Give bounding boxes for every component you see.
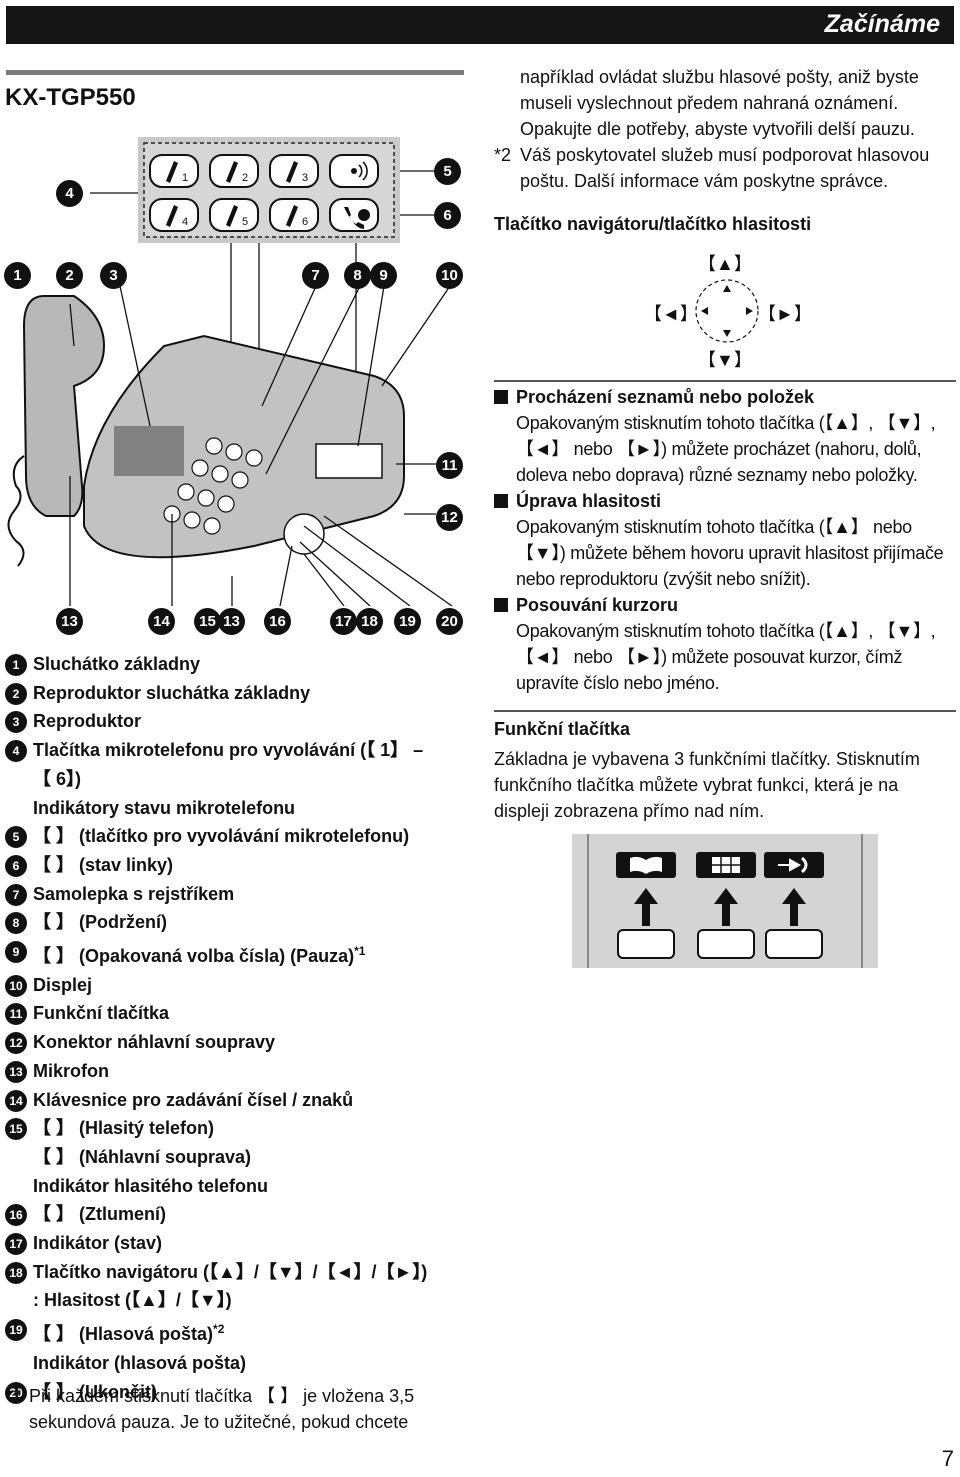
bullet-square-icon — [494, 390, 508, 404]
line-status-icon — [344, 207, 370, 229]
display — [315, 443, 383, 479]
call-log-icon — [764, 852, 824, 878]
navigator-heading: Tlačítko navigátoru/tlačítko hlasitosti — [494, 214, 812, 234]
footnote-2: *2 Váš poskytovatel služeb musí podporov… — [494, 145, 930, 191]
callout-1: 1 — [4, 262, 31, 289]
function-keys-heading: Funkční tlačítka — [494, 719, 631, 739]
navigator-circle-icon — [695, 279, 759, 343]
section-title: Začínáme — [824, 10, 940, 38]
continuation-text: například ovládat službu hlasové pošty, … — [520, 67, 919, 139]
legend-item-20: 20【 】 (Ukončit) — [5, 1378, 467, 1407]
up-arrow-icon — [634, 888, 806, 926]
callout-7: 7 — [302, 262, 329, 289]
callout-8: 8 — [344, 262, 371, 289]
bullet-square-icon — [494, 494, 508, 508]
phonebook-icon — [616, 852, 676, 878]
callout-19: 19 — [394, 608, 421, 635]
function-keys-svg — [587, 834, 863, 968]
bullet-square-icon — [494, 598, 508, 612]
callout-6: 6 — [434, 202, 461, 229]
handset — [22, 295, 106, 517]
legend-item-16: 16【 】 (Ztlumení) — [5, 1200, 467, 1229]
svg-text:4: 4 — [182, 216, 188, 228]
callout-5: 5 — [434, 158, 461, 185]
callout-2: 2 — [56, 262, 83, 289]
model-title: KX-TGP550 — [5, 84, 136, 111]
phone-base-illustration — [7, 286, 453, 606]
callout-14: 14 — [148, 608, 175, 635]
menu-icon — [696, 852, 756, 878]
legend-item-6: 6【 】 (stav linky) — [5, 851, 467, 880]
callout-13b: 13 — [218, 608, 245, 635]
intercom-icon — [351, 161, 368, 181]
nav-up-label: 【▲】 — [698, 254, 752, 274]
callout-11: 11 — [436, 452, 463, 479]
navigator-bullets: Procházení seznamů nebo položek Opakovan… — [494, 384, 956, 696]
function-key-buttons — [617, 929, 823, 959]
callout-18: 18 — [356, 608, 383, 635]
svg-text:5: 5 — [242, 216, 248, 228]
legend-item-8: 8【 】 (Podržení) — [5, 908, 467, 937]
base-body — [83, 334, 405, 559]
base-keypad — [163, 437, 263, 535]
callout-4: 4 — [56, 180, 83, 207]
svg-text:6: 6 — [302, 216, 308, 228]
navigator-diagram: 【▲】 【◄】 【►】 【▼】 — [644, 250, 812, 374]
nav-down-label: 【▼】 — [698, 350, 752, 370]
svg-text:1: 1 — [182, 172, 188, 184]
legend-item-9: 9【 】 (Opakovaná volba čísla) (Pauza)*1 — [5, 937, 467, 971]
svg-text:2: 2 — [242, 172, 248, 184]
bullet-cursor: Posouvání kurzoru Opakovaným stisknutím … — [494, 592, 956, 696]
handset-key-panel: 1 2 3 4 5 6 — [138, 137, 400, 243]
callout-20: 20 — [436, 608, 463, 635]
navigator-key — [283, 513, 325, 555]
callout-12: 12 — [436, 504, 463, 531]
callout-17: 17 — [330, 608, 357, 635]
nav-left-label: 【◄】 — [644, 304, 698, 324]
bullet-volume: Úprava hlasitosti Opakovaným stisknutím … — [494, 488, 956, 592]
callout-15: 15 — [194, 608, 221, 635]
callout-10: 10 — [436, 262, 463, 289]
right-rule-2 — [494, 710, 956, 712]
speaker-grille — [114, 426, 184, 476]
header-bar: Začínáme — [6, 6, 954, 44]
left-rule — [6, 70, 464, 75]
handset-keys — [149, 154, 379, 232]
handset-cord — [7, 455, 25, 567]
bullet-browse: Procházení seznamů nebo položek Opakovan… — [494, 384, 956, 488]
footnote-1: *1 Při každém stisknutí tlačítka 【 】 je … — [5, 1386, 415, 1432]
handset-glyph-icons — [166, 161, 298, 227]
nav-right-label: 【►】 — [758, 304, 812, 324]
callout-16: 16 — [264, 608, 291, 635]
svg-text:3: 3 — [302, 172, 308, 184]
page-number: 7 — [941, 1446, 954, 1471]
legend-item-15: 15【 】 (Hlasitý telefon)【 】 (Náhlavní sou… — [5, 1114, 467, 1200]
callout-9: 9 — [370, 262, 397, 289]
legend-item-5: 5【 】 (tlačítko pro vyvolávání mikrotelef… — [5, 822, 467, 851]
function-keys-illustration — [572, 834, 878, 968]
callout-13a: 13 — [56, 608, 83, 635]
callout-3: 3 — [100, 262, 127, 289]
function-keys-text: Základna je vybavena 3 funkčními tlačítk… — [494, 749, 920, 821]
right-rule-1 — [494, 380, 956, 382]
